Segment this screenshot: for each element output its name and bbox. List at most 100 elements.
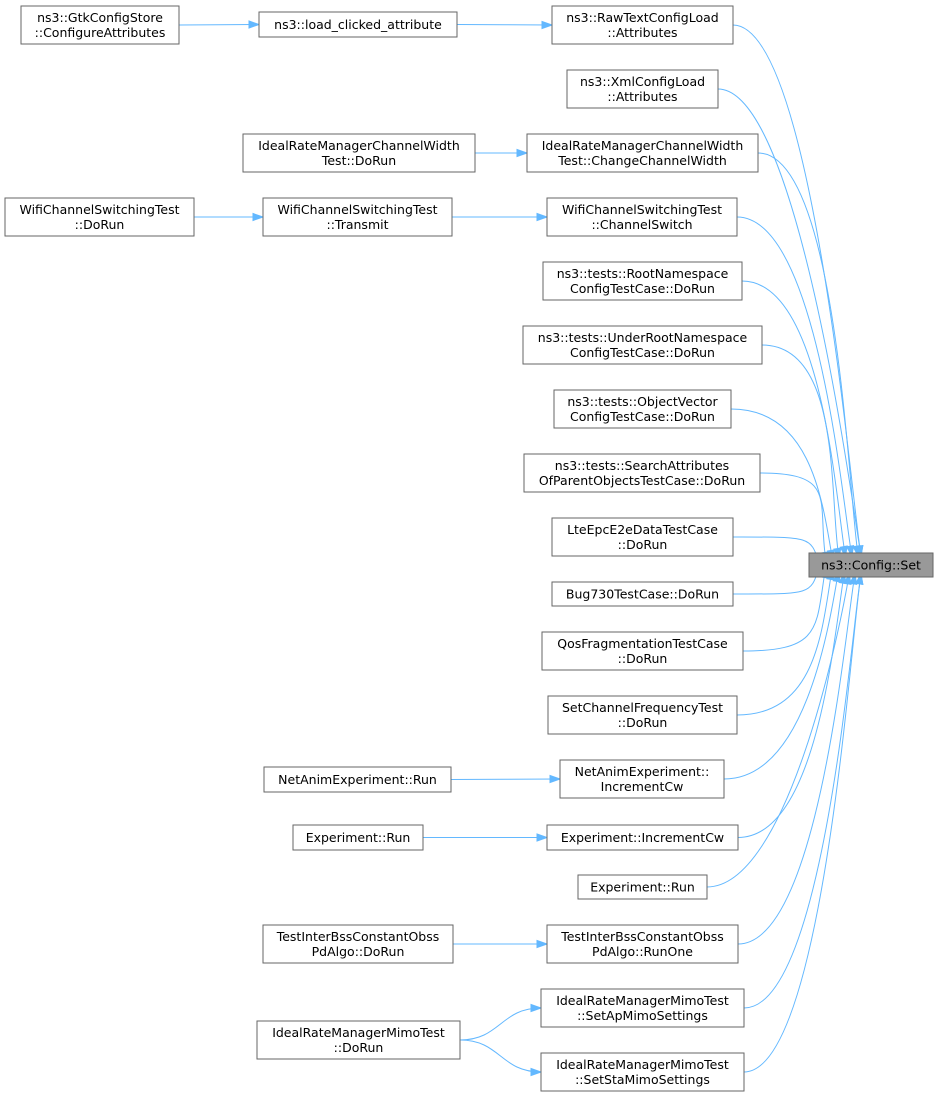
node-box xyxy=(263,766,452,793)
node-box xyxy=(523,453,761,493)
edge-tibss_run-to-tibss_one xyxy=(453,939,549,949)
node-box xyxy=(262,924,454,964)
node-gtk[interactable]: ns3::GtkConfigStore::ConfigureAttributes xyxy=(20,5,180,45)
edge-mimo_run-to-mimo_sta xyxy=(459,1039,543,1077)
node-label: ns3::XmlConfigLoad xyxy=(580,74,705,89)
node-label: ns3::RawTextConfigLoad xyxy=(566,10,718,25)
node-label: ns3::tests::UnderRootNamespace xyxy=(538,330,748,345)
node-label: ns3::tests::SearchAttributes xyxy=(555,458,729,473)
node-mimo_run[interactable]: IdealRateManagerMimoTest::DoRun xyxy=(256,1020,461,1060)
node-label: TestInterBssConstantObss xyxy=(560,929,724,944)
node-label: Test::ChangeChannelWidth xyxy=(557,153,727,168)
node-box xyxy=(566,69,719,109)
node-label: ::DoRun xyxy=(618,715,668,730)
node-exp_run2[interactable]: Experiment::Run xyxy=(577,874,708,900)
node-box xyxy=(547,695,738,735)
edge-lteepc-to-cfgset xyxy=(732,536,821,566)
node-box xyxy=(256,1020,461,1060)
edge-wcst_cs-to-cfgset xyxy=(736,216,855,558)
node-label: ns3::load_clicked_attribute xyxy=(274,17,442,32)
node-label: ::ChannelSwitch xyxy=(591,217,692,232)
node-lteepc[interactable]: LteEpcE2eDataTestCase::DoRun xyxy=(551,517,734,557)
node-label: IdealRateManagerMimoTest xyxy=(556,1057,729,1072)
node-box xyxy=(540,988,745,1028)
node-label: IdealRateManagerChannelWidth xyxy=(258,138,460,153)
node-underroot[interactable]: ns3::tests::UnderRootNamespaceConfigTest… xyxy=(522,325,763,365)
edge-gtk-to-lca xyxy=(178,20,261,29)
node-xml[interactable]: ns3::XmlConfigLoad::Attributes xyxy=(566,69,719,109)
node-label: TestInterBssConstantObss xyxy=(276,929,440,944)
node-cfgset[interactable]: ns3::Config::Set xyxy=(808,552,934,578)
node-label: WifiChannelSwitchingTest xyxy=(19,202,179,217)
node-qosfrag[interactable]: QosFragmentationTestCase::DoRun xyxy=(541,631,744,671)
node-label: ns3::Config::Set xyxy=(821,558,921,573)
node-label: SetChannelFrequencyTest xyxy=(562,700,723,715)
node-box xyxy=(546,824,739,851)
node-wcst_run[interactable]: WifiChannelSwitchingTest::DoRun xyxy=(4,197,195,237)
node-label: OfParentObjectsTestCase::DoRun xyxy=(539,473,745,488)
node-box xyxy=(546,197,738,237)
node-box xyxy=(553,389,732,429)
node-netanim_inc[interactable]: NetAnimExperiment::IncrementCw xyxy=(559,759,725,799)
node-searchattr[interactable]: ns3::tests::SearchAttributesOfParentObje… xyxy=(523,453,761,493)
edge-exp_run1-to-exp_inc xyxy=(422,833,549,842)
edge-netanim_inc-to-cfgset xyxy=(723,569,841,780)
edge-netanim_run-to-netanim_inc xyxy=(450,774,562,784)
node-label: Test::DoRun xyxy=(321,153,396,168)
node-box xyxy=(808,552,934,578)
node-label: ConfigTestCase::DoRun xyxy=(570,345,715,360)
node-exp_inc[interactable]: Experiment::IncrementCw xyxy=(546,824,739,851)
node-label: PdAlgo::RunOne xyxy=(592,944,693,959)
node-box xyxy=(4,197,195,237)
node-lca[interactable]: ns3::load_clicked_attribute xyxy=(258,11,458,38)
node-bug730[interactable]: Bug730TestCase::DoRun xyxy=(551,581,734,607)
node-label: IdealRateManagerMimoTest xyxy=(556,993,729,1008)
node-box xyxy=(20,5,180,45)
node-box xyxy=(540,1052,745,1092)
node-label: LteEpcE2eDataTestCase xyxy=(567,522,718,537)
node-label: IncrementCw xyxy=(601,779,684,794)
node-netanim_run[interactable]: NetAnimExperiment::Run xyxy=(263,766,452,793)
edge-irmcw_run-to-irmcw_ccw xyxy=(475,148,529,158)
node-box xyxy=(542,261,743,301)
node-label: ::DoRun xyxy=(618,651,668,666)
node-irmcw_ccw[interactable]: IdealRateManagerChannelWidthTest::Change… xyxy=(526,133,759,173)
node-label: ::DoRun xyxy=(618,537,668,552)
node-box xyxy=(258,11,458,38)
node-label: ::ConfigureAttributes xyxy=(35,25,166,40)
node-box xyxy=(541,631,744,671)
node-label: IdealRateManagerChannelWidth xyxy=(542,138,744,153)
node-wcst_tx[interactable]: WifiChannelSwitchingTest::Transmit xyxy=(262,197,453,237)
node-box xyxy=(546,924,739,964)
node-label: ::Attributes xyxy=(607,25,677,40)
node-box xyxy=(242,133,476,173)
node-label: Bug730TestCase::DoRun xyxy=(566,587,719,602)
node-label: ns3::GtkConfigStore xyxy=(37,10,163,25)
node-setchfreq[interactable]: SetChannelFrequencyTest::DoRun xyxy=(547,695,738,735)
node-label: Experiment::IncrementCw xyxy=(561,830,724,845)
node-mimo_ap[interactable]: IdealRateManagerMimoTest::SetApMimoSetti… xyxy=(540,988,745,1028)
node-label: ConfigTestCase::DoRun xyxy=(570,281,715,296)
node-wcst_cs[interactable]: WifiChannelSwitchingTest::ChannelSwitch xyxy=(546,197,738,237)
graph-edges xyxy=(178,20,864,1077)
node-box xyxy=(262,197,453,237)
node-rootns[interactable]: ns3::tests::RootNamespaceConfigTestCase:… xyxy=(542,261,743,301)
node-label: ::DoRun xyxy=(334,1040,384,1055)
edge-wcst_run-to-wcst_tx xyxy=(194,212,265,222)
node-objvec[interactable]: ns3::tests::ObjectVectorConfigTestCase::… xyxy=(553,389,732,429)
node-box xyxy=(577,874,708,900)
node-rawtext[interactable]: ns3::RawTextConfigLoad::Attributes xyxy=(551,5,734,45)
edge-wcst_tx-to-wcst_cs xyxy=(452,212,549,222)
node-label: ConfigTestCase::DoRun xyxy=(570,409,715,424)
node-mimo_sta[interactable]: IdealRateManagerMimoTest::SetStaMimoSett… xyxy=(540,1052,745,1092)
node-exp_run1[interactable]: Experiment::Run xyxy=(292,824,424,851)
node-label: ::Attributes xyxy=(607,89,677,104)
node-label: ::SetStaMimoSettings xyxy=(575,1072,710,1087)
node-label: ::SetApMimoSettings xyxy=(577,1008,708,1023)
edge-tibss_one-to-cfgset xyxy=(737,572,858,945)
node-label: Experiment::Run xyxy=(590,880,695,895)
